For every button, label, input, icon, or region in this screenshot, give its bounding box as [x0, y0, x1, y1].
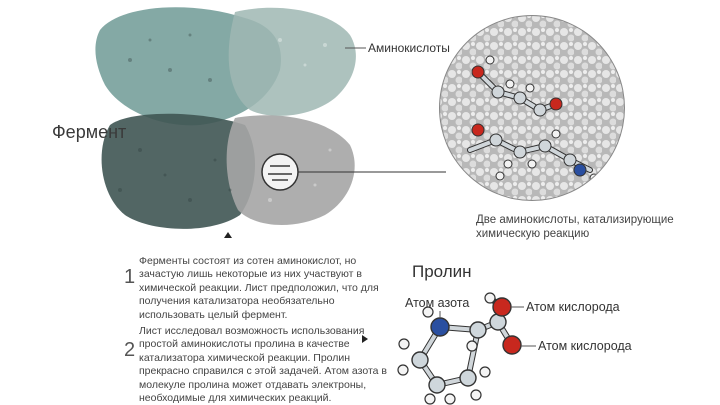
zoom-amino-acid-2: [467, 123, 599, 183]
nitrogen-label: Атом азота: [405, 296, 470, 310]
enzyme-structure: [95, 7, 356, 229]
oxygen-atom-2: [502, 335, 522, 355]
step-1-number: 1: [124, 266, 136, 288]
proline-molecule: [397, 292, 536, 405]
marker-triangle: [224, 232, 232, 238]
step-1-text: Ферменты состоят из сотен аминокислот, н…: [139, 255, 379, 321]
enzyme-upper-right-lobe: [228, 7, 356, 116]
step-2-text: Лист исследовал возможность использовани…: [139, 325, 387, 405]
step-2-marker: [362, 335, 368, 343]
active-site-inset: [261, 153, 299, 191]
nitrogen-atom: [430, 317, 450, 337]
proline-title: Пролин: [412, 262, 472, 281]
step-2-number: 2: [124, 339, 136, 361]
amino-acids-label: Аминокислоты: [368, 41, 450, 55]
oxygen-label-2: Атом кислорода: [538, 339, 632, 353]
enzyme-label: Фермент: [52, 122, 127, 142]
zoom-view: [439, 15, 625, 201]
enzyme-lower-left-lobe: [101, 113, 256, 229]
zoom-amino-acid-1: [471, 55, 563, 117]
oxygen-atom-1: [492, 297, 512, 317]
oxygen-label-1: Атом кислорода: [526, 300, 620, 314]
zoom-caption: Две аминокислоты, катализирующие химичес…: [476, 214, 674, 240]
